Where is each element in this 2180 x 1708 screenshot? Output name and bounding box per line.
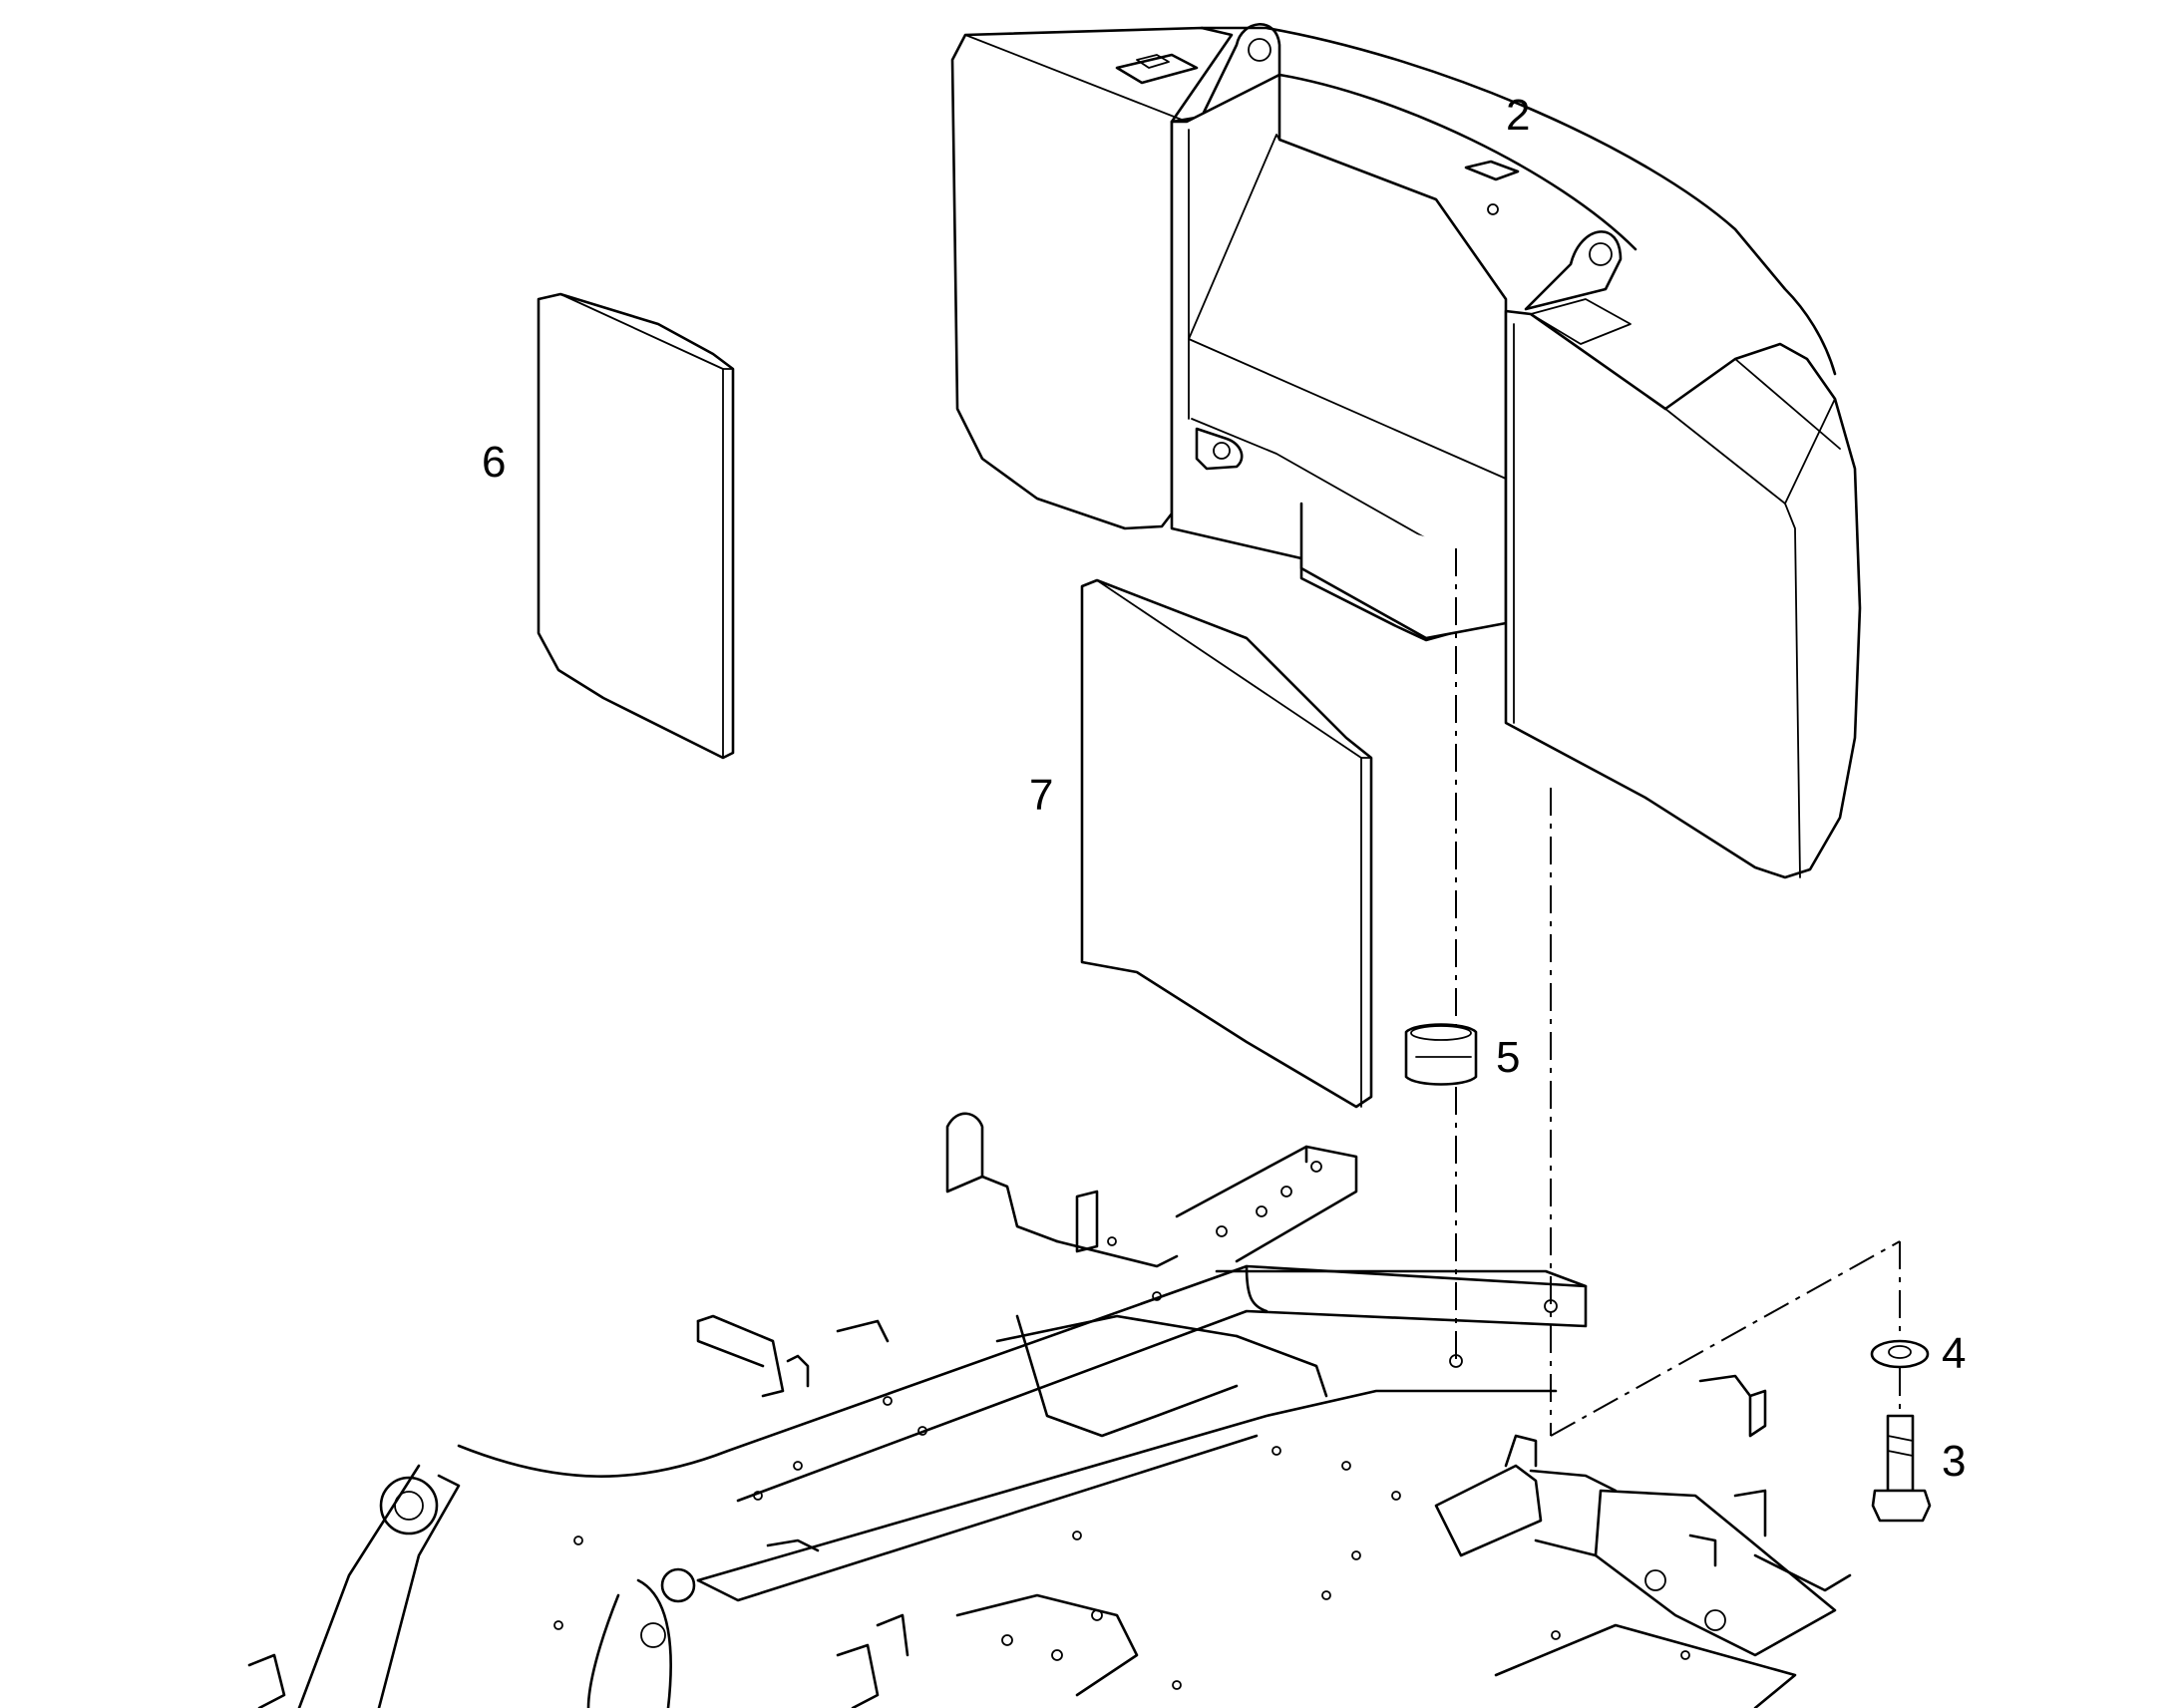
callout-left-pad: 6 — [482, 438, 506, 487]
callout-counterweight: 2 — [1506, 91, 1530, 140]
callout-bolt: 3 — [1942, 1437, 1966, 1486]
washer-part — [1870, 1339, 1930, 1369]
right-pad-part — [1080, 578, 1373, 1109]
bushing-part — [1404, 1023, 1478, 1086]
assembly-guide-lines — [1455, 548, 1901, 1437]
callout-bushing: 5 — [1496, 1033, 1520, 1082]
counterweight-part — [950, 23, 1862, 879]
chassis-frame — [247, 1112, 1852, 1708]
left-pad-part — [537, 292, 735, 760]
bolt-part — [1871, 1414, 1932, 1523]
callout-right-pad: 7 — [1029, 771, 1053, 820]
callout-washer: 4 — [1942, 1329, 1966, 1378]
